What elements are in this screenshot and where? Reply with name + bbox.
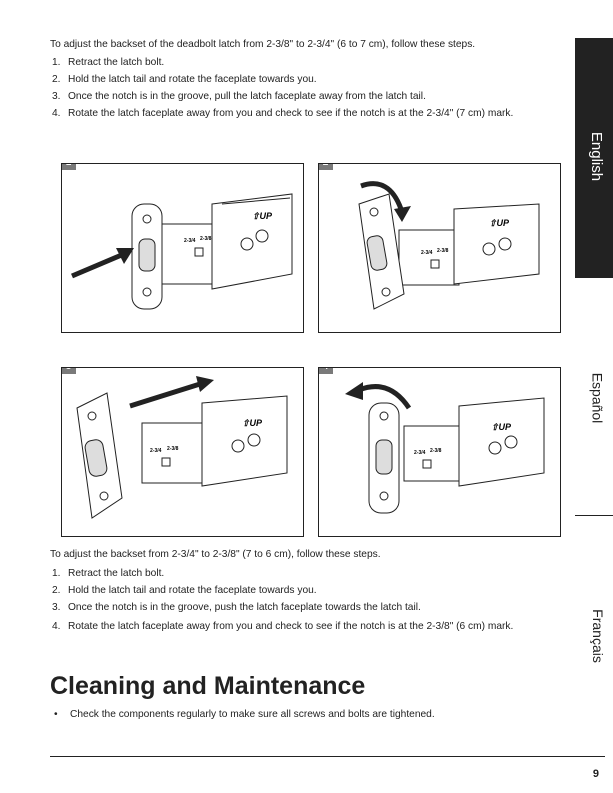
mark-label: 2-3/8 bbox=[200, 236, 212, 242]
step-text: Once the notch is in the groove, push th… bbox=[68, 602, 421, 613]
figure-panel-3: ⇧UP 2-3/4 2-3/8 3 bbox=[61, 367, 304, 537]
tab-divider bbox=[575, 515, 613, 516]
figure-panel-4: ⇧UP 2-3/4 2-3/8 4 bbox=[318, 367, 561, 537]
mark-label: 2-3/4 bbox=[414, 450, 426, 456]
latch-body: ⇧UP 2-3/4 2-3/8 bbox=[398, 203, 540, 286]
faceplate bbox=[358, 193, 405, 310]
arrow-icon bbox=[71, 248, 134, 279]
step-text: Hold the latch tail and rotate the facep… bbox=[68, 74, 317, 85]
tab-label: English bbox=[587, 131, 605, 182]
step-number: 4. bbox=[52, 108, 61, 119]
step-number: 2. bbox=[52, 74, 61, 85]
latch-body: ⇧UP 2-3/4 2-3/8 bbox=[141, 395, 288, 487]
footer-rule bbox=[50, 756, 605, 757]
up-label: ⇧UP bbox=[252, 211, 273, 221]
faceplate bbox=[368, 402, 400, 514]
figure-panel-1: ⇧UP 2-3/4 2-3/8 1 bbox=[61, 163, 304, 333]
step-text: Retract the latch bolt. bbox=[68, 57, 165, 68]
step-item: 1. Retract the latch bolt. bbox=[52, 567, 552, 581]
latch-illustration: ⇧UP 2-3/4 2-3/8 bbox=[76, 376, 288, 519]
step-number: 1. bbox=[52, 568, 61, 579]
step-item: 2. Hold the latch tail and rotate the fa… bbox=[52, 73, 552, 87]
figure-badge: 1 bbox=[62, 164, 76, 170]
step-item: 3. Once the notch is in the groove, push… bbox=[52, 601, 552, 615]
step-number: 1. bbox=[52, 57, 61, 68]
mark-label: 2-3/8 bbox=[437, 248, 449, 254]
latch-body: ⇧UP 2-3/4 2-3/8 bbox=[161, 193, 293, 290]
figure-badge: 4 bbox=[319, 368, 333, 374]
tab-espanol[interactable]: Español bbox=[575, 280, 613, 514]
step-text: Rotate the latch faceplate away from you… bbox=[68, 108, 514, 119]
figure-badge: 3 bbox=[62, 368, 76, 374]
step-text: Retract the latch bolt. bbox=[68, 568, 165, 579]
mark-label: 2-3/8 bbox=[167, 446, 179, 452]
up-label: ⇧UP bbox=[489, 218, 510, 228]
arrow-icon bbox=[129, 376, 214, 409]
step-item: 2. Hold the latch tail and rotate the fa… bbox=[52, 584, 552, 598]
bullet-text: Check the components regularly to make s… bbox=[70, 709, 435, 720]
latch-body: ⇧UP 2-3/4 2-3/8 bbox=[403, 397, 545, 487]
step-number: 3. bbox=[52, 91, 61, 102]
latch-illustration: ⇧UP 2-3/4 2-3/8 bbox=[358, 181, 540, 310]
tab-label: Français bbox=[590, 609, 607, 663]
step-text: Rotate the latch faceplate away from you… bbox=[68, 621, 514, 632]
up-label: ⇧UP bbox=[491, 422, 512, 432]
step-item: 1. Retract the latch bolt. bbox=[52, 56, 552, 70]
latch-illustration: ⇧UP 2-3/4 2-3/8 bbox=[71, 193, 293, 310]
curved-arrow-icon bbox=[360, 181, 411, 222]
mark-label: 2-3/4 bbox=[421, 250, 433, 256]
step-number: 2. bbox=[52, 585, 61, 596]
step-item: 4. Rotate the latch faceplate away from … bbox=[52, 620, 552, 650]
figure-badge: 2 bbox=[319, 164, 333, 170]
step-item: 4. Rotate the latch faceplate away from … bbox=[52, 107, 552, 137]
step-number: 4. bbox=[52, 621, 61, 632]
intro-paragraph-2: To adjust the backset from 2-3/4" to 2-3… bbox=[50, 549, 381, 560]
step-text: Once the notch is in the groove, pull th… bbox=[68, 91, 426, 102]
step-number: 3. bbox=[52, 602, 61, 613]
curved-arrow-icon bbox=[345, 382, 412, 410]
mark-label: 2-3/4 bbox=[150, 448, 162, 454]
page-number: 9 bbox=[592, 768, 599, 780]
tab-english[interactable]: English bbox=[575, 38, 613, 278]
figure-panel-2: ⇧UP 2-3/4 2-3/8 2 bbox=[318, 163, 561, 333]
bullet-marker: • bbox=[54, 709, 58, 720]
mark-label: 2-3/4 bbox=[184, 238, 196, 244]
tab-label: Español bbox=[589, 372, 606, 424]
latch-illustration: ⇧UP 2-3/4 2-3/8 bbox=[345, 382, 545, 514]
tab-francais[interactable]: Français bbox=[575, 520, 613, 750]
step-item: 3. Once the notch is in the groove, pull… bbox=[52, 90, 552, 104]
faceplate bbox=[131, 203, 163, 310]
intro-paragraph-1: To adjust the backset of the deadbolt la… bbox=[50, 39, 476, 50]
mark-label: 2-3/8 bbox=[430, 448, 442, 454]
step-text: Hold the latch tail and rotate the facep… bbox=[68, 585, 317, 596]
up-label: ⇧UP bbox=[242, 418, 263, 428]
faceplate bbox=[76, 392, 123, 519]
section-heading: Cleaning and Maintenance bbox=[50, 672, 366, 700]
